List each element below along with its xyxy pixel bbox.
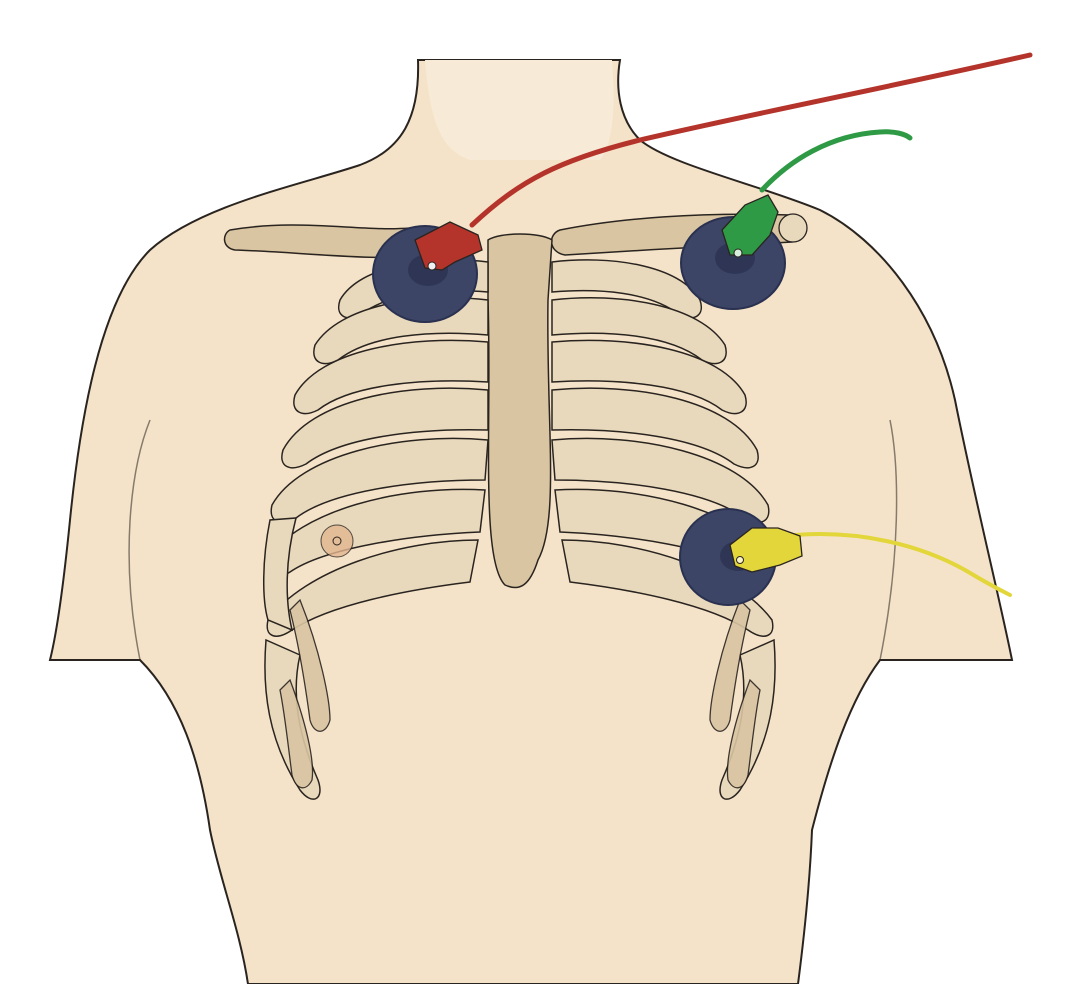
yellow-clip — [729, 527, 803, 573]
green-clip — [721, 194, 779, 256]
left-armpit-line — [128, 419, 151, 661]
left-lower-ribs — [709, 598, 761, 789]
right-lower-ribs — [279, 598, 331, 789]
right-armpit-line — [879, 419, 898, 661]
green-electrode — [680, 194, 786, 310]
nipple — [320, 524, 354, 558]
yellow-lead-wire — [793, 532, 1012, 597]
yellow-electrode — [679, 508, 803, 606]
sternum — [487, 233, 553, 589]
red-lead-wire — [469, 52, 1033, 228]
red-electrode — [372, 221, 483, 323]
shoulder-joint — [778, 213, 808, 243]
green-lead-wire — [759, 129, 913, 193]
red-clip — [414, 221, 483, 271]
neck-shade — [425, 60, 614, 160]
